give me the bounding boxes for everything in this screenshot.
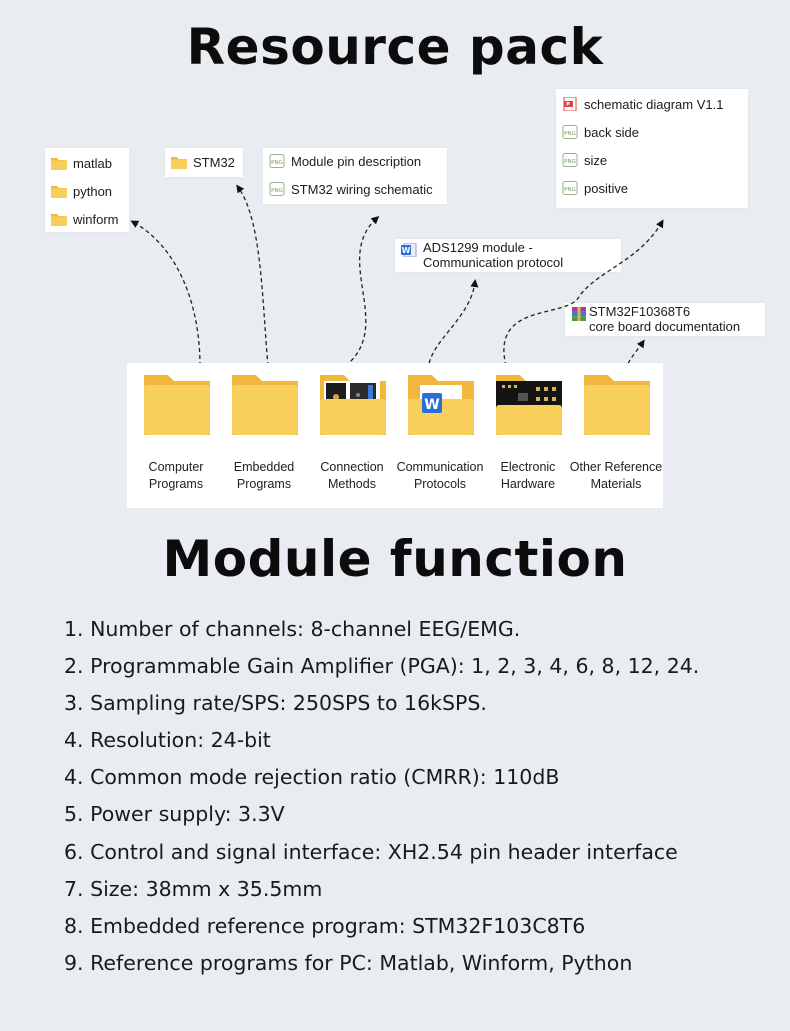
computer-programs-contents-card: matlab python winform	[45, 148, 129, 232]
folder-with-pcb-icon	[496, 375, 562, 435]
folder-with-board-icon	[320, 375, 386, 435]
pdf-file-icon	[562, 96, 578, 112]
feature-list: 1. Number of channels: 8-channel EEG/EMG…	[64, 614, 699, 985]
file-label-line1: STM32F10368T6	[589, 304, 691, 319]
folder-label-line2: Programs	[236, 477, 292, 491]
folder-icon	[51, 156, 67, 170]
folder-label-line2: Programs	[148, 477, 204, 491]
folder-label-line2: Hardware	[500, 477, 556, 491]
file-row-matlab[interactable]: matlab	[51, 153, 112, 173]
arrow-electronic-hardware	[503, 219, 664, 367]
png-file-icon: PNG	[269, 154, 285, 168]
feature-item: 5. Power supply: 3.3V	[64, 802, 285, 827]
svg-text:PNG: PNG	[564, 131, 576, 137]
folder-icon	[51, 184, 67, 198]
svg-text:W: W	[424, 397, 439, 413]
svg-text:W: W	[402, 246, 411, 255]
folder-label-line2: Materials	[590, 477, 642, 491]
png-file-icon: PNG	[562, 181, 578, 195]
file-label: STM32	[193, 154, 235, 170]
folder-with-word-doc-icon: W	[408, 375, 474, 435]
module-function-title: Module function	[162, 530, 628, 588]
folder-icon	[144, 375, 210, 435]
file-label-line1: ADS1299 module -	[423, 240, 533, 255]
resource-pack-title: Resource pack	[186, 18, 604, 76]
arrow-connection-methods	[339, 215, 380, 371]
svg-text:PNG: PNG	[564, 187, 576, 193]
folder-label-line1: Connection	[320, 460, 384, 474]
arrow-computer-programs	[130, 220, 201, 367]
file-label: back side	[584, 124, 639, 140]
feature-item: 4. Resolution: 24-bit	[64, 728, 271, 753]
file-row-stm32-wiring-schematic[interactable]: PNG STM32 wiring schematic	[269, 179, 433, 199]
file-row-positive[interactable]: PNG positive	[562, 178, 628, 198]
file-label: Module pin description	[291, 153, 422, 169]
feature-item: 1. Number of channels: 8-channel EEG/EMG…	[64, 617, 521, 641]
feature-item: 8. Embedded reference program: STM32F103…	[64, 913, 586, 938]
file-label-line2: Communication protocol	[423, 255, 564, 270]
feature-item: 3. Sampling rate/SPS: 250SPS to 16kSPS.	[64, 691, 487, 716]
file-row-winform[interactable]: winform	[51, 209, 119, 229]
rar-archive-icon	[571, 307, 587, 321]
file-label-line2: core board documentation	[589, 319, 741, 334]
embedded-programs-contents-card: STM32	[165, 148, 243, 177]
connection-methods-contents-card: PNG Module pin description PNG STM32 wir…	[263, 148, 447, 204]
file-row-python[interactable]: python	[51, 181, 112, 201]
file-row-stm32[interactable]: STM32	[171, 152, 235, 172]
file-row-size[interactable]: PNG size	[562, 150, 607, 170]
feature-item: 9. Reference programs for PC: Matlab, Wi…	[64, 950, 633, 975]
arrow-communication-protocols	[427, 279, 479, 371]
folder-label-line1: Communication	[396, 460, 484, 474]
file-label: python	[73, 183, 113, 199]
folder-label-line2: Protocols	[413, 477, 467, 491]
png-file-icon: PNG	[269, 182, 285, 196]
file-row-module-pin-description[interactable]: PNG Module pin description	[269, 151, 421, 171]
file-label: schematic diagram V1.1	[584, 96, 724, 112]
electronic-hardware-contents-card: schematic diagram V1.1 PNG back side PNG…	[556, 89, 748, 208]
file-label: positive	[584, 180, 629, 196]
communication-protocols-contents-card: W ADS1299 module -Communication protocol	[395, 239, 621, 272]
folder-icon	[584, 375, 650, 435]
file-row-ads1299-protocol[interactable]: W ADS1299 module -Communication protocol	[401, 240, 563, 274]
file-label: matlab	[73, 155, 113, 171]
feature-item: 6. Control and signal interface: XH2.54 …	[64, 839, 678, 864]
folder-label-line1: Other Reference	[569, 460, 663, 474]
folder-icon	[171, 155, 187, 169]
word-doc-icon: W	[401, 242, 417, 258]
feature-item: 4. Common mode rejection ratio (CMRR): 1…	[64, 765, 560, 790]
folder-icon	[51, 212, 67, 226]
arrow-embedded-programs	[236, 184, 269, 367]
svg-text:PNG: PNG	[271, 188, 283, 194]
png-file-icon: PNG	[562, 153, 578, 167]
folder-label-line1: Electronic	[500, 460, 556, 474]
folder-label-line1: Computer	[148, 460, 204, 474]
file-label: STM32 wiring schematic	[291, 181, 433, 197]
folder-label-line2: Methods	[328, 477, 376, 491]
folder-icon	[232, 375, 298, 435]
file-label: size	[584, 152, 608, 168]
folder-label-line1: Embedded	[233, 460, 295, 474]
feature-item: 2. Programmable Gain Amplifier (PGA): 1,…	[64, 654, 700, 679]
svg-text:PNG: PNG	[564, 159, 576, 165]
file-row-back-side[interactable]: PNG back side	[562, 122, 639, 142]
feature-item: 7. Size: 38mm x 35.5mm	[64, 876, 323, 901]
file-label: winform	[73, 211, 119, 227]
svg-text:PNG: PNG	[271, 160, 283, 166]
png-file-icon: PNG	[562, 125, 578, 139]
file-row-schematic-diagram[interactable]: schematic diagram V1.1	[562, 94, 723, 114]
